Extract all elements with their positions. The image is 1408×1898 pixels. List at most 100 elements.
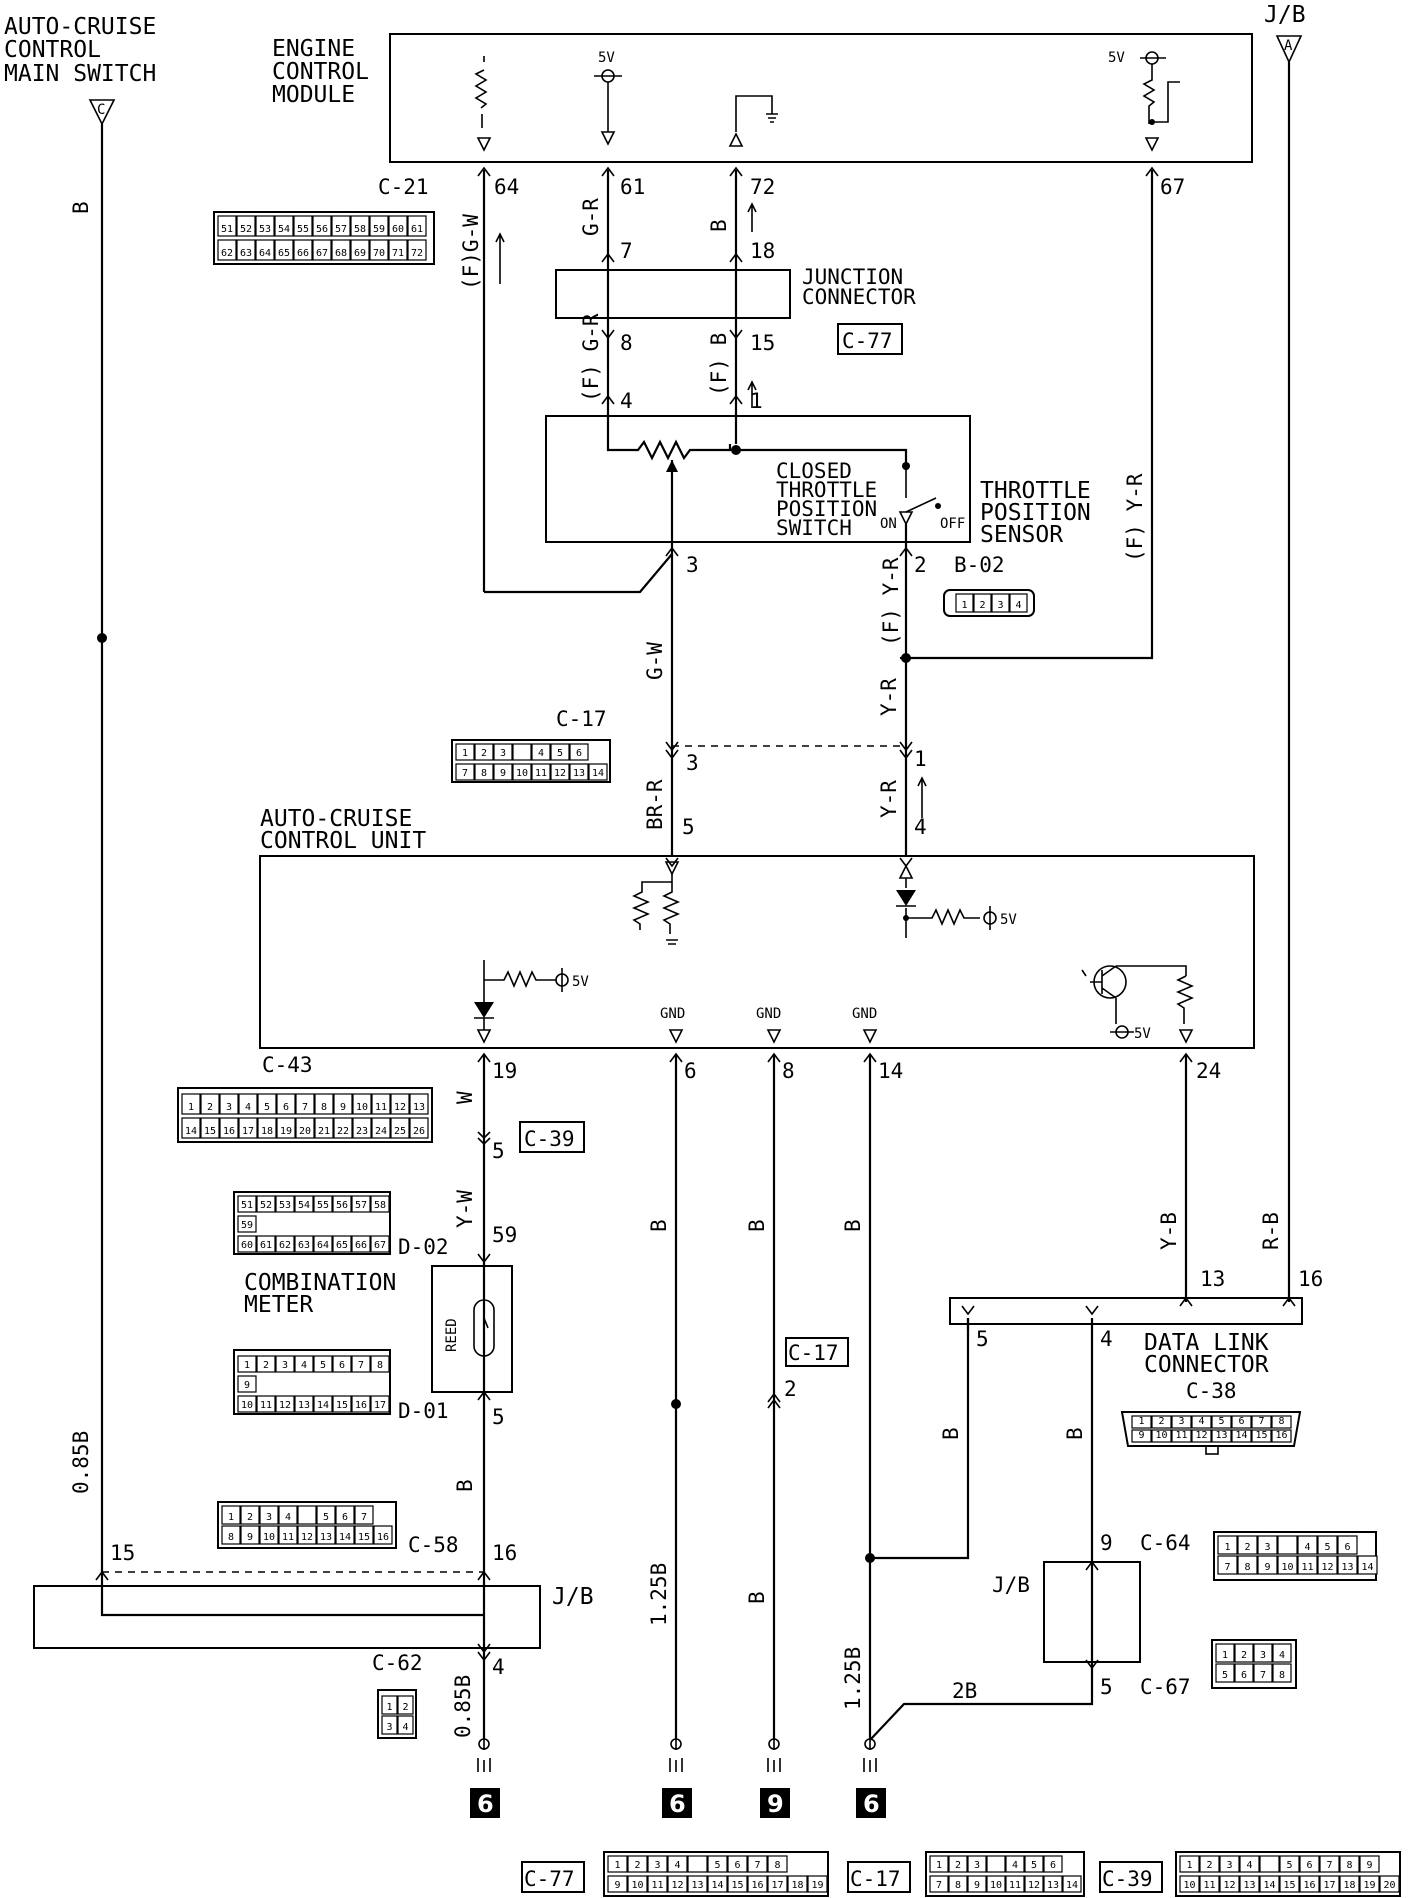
c64-pin-number: 11	[1301, 1562, 1313, 1573]
gnd-14: GND	[852, 1006, 877, 1022]
c77-cavity	[647, 1855, 668, 1873]
c43-pin-number: 3	[226, 1102, 232, 1113]
c39-cavity	[1359, 1875, 1380, 1893]
cts-label-4: SWITCH	[776, 516, 852, 540]
acc-in-4	[898, 864, 914, 879]
d01-cavity	[370, 1355, 390, 1373]
c17-bottom-cavity	[1043, 1855, 1063, 1873]
c21-cavity	[217, 239, 237, 261]
d01-cavity	[351, 1395, 371, 1413]
c21-pin-number: 64	[259, 248, 271, 259]
c17-bottom-pin-number: 4	[1012, 1860, 1018, 1871]
pin-72: 72	[750, 175, 775, 199]
ecm-ground-72	[735, 95, 778, 132]
c77-pin-number: 10	[631, 1880, 643, 1891]
arrow-64	[495, 232, 505, 284]
c39-cavity	[1339, 1855, 1360, 1873]
acc-transistor-leads	[1081, 965, 1187, 1024]
wire-label-yr-2: Y-R	[877, 780, 901, 818]
ecm-label-1: ENGINE	[272, 36, 355, 62]
c21-pin-number: 63	[240, 248, 252, 259]
c21-pin-number: 69	[354, 248, 366, 259]
c21-pin-number: 70	[373, 248, 385, 259]
c67-cavity	[1234, 1643, 1254, 1663]
c21-cavity	[312, 215, 332, 237]
pin-ticks-top	[477, 166, 1159, 405]
wire-label-b-8-low: B	[745, 1591, 769, 1604]
c17-cavity	[569, 743, 589, 761]
c39-pin-number: 3	[1226, 1860, 1232, 1871]
c21-pin-number: 51	[221, 224, 233, 235]
pin-13: 13	[1200, 1267, 1225, 1291]
pin-16-jb: 16	[492, 1541, 517, 1565]
c58-pin-number: 10	[263, 1532, 275, 1543]
acc-node-4	[903, 915, 909, 921]
d01-pin-number: 9	[244, 1380, 250, 1391]
d02-label: D-02	[398, 1235, 449, 1259]
c64-cavity	[1297, 1555, 1318, 1575]
c39-pin-number: 2	[1206, 1860, 1212, 1871]
c43-pin-number: 17	[242, 1126, 254, 1137]
c21-cavity	[350, 239, 370, 261]
c58-cavity	[240, 1505, 260, 1525]
c43-label: C-43	[262, 1053, 313, 1077]
c17-bottom-tag	[847, 1861, 911, 1893]
c43-cavity	[390, 1117, 410, 1139]
ground-label-4: 6	[863, 1790, 880, 1818]
c64-cavity	[1337, 1555, 1358, 1575]
c64-cavity	[1257, 1535, 1278, 1555]
c62-pin-number: 2	[402, 1702, 408, 1713]
d01-pin-number: 5	[320, 1360, 326, 1371]
c67-cavity	[1234, 1663, 1254, 1683]
c64-cavity	[1257, 1555, 1278, 1575]
c17-cavity	[493, 763, 513, 781]
c17-pin-number: 11	[535, 768, 547, 779]
c77-pin-number: 3	[654, 1860, 660, 1871]
c21-cavity	[407, 239, 427, 261]
c77-bottom-tag	[521, 1861, 585, 1893]
c17-bottom-cavity	[1062, 1875, 1082, 1893]
c17-bottom-cavity	[929, 1855, 949, 1873]
pin-4-dlc: 4	[1100, 1327, 1113, 1351]
pin-2-c17: 2	[784, 1377, 797, 1401]
pin-6: 6	[684, 1059, 697, 1083]
c17-pin-number: 9	[500, 768, 506, 779]
c77-cavity	[667, 1875, 688, 1893]
c38-cavity	[1211, 1429, 1232, 1443]
c67-pin-number: 5	[1222, 1670, 1228, 1681]
c64-pin-number: 8	[1244, 1562, 1250, 1573]
c43-pin-number: 11	[375, 1102, 387, 1113]
c43-cavity	[276, 1093, 296, 1115]
wire-label-brr: BR-R	[643, 779, 667, 830]
c21-pin-number: 61	[411, 224, 423, 235]
c67-pin-number: 2	[1241, 1650, 1247, 1661]
c77-cavity	[687, 1875, 708, 1893]
c21-pin-number: 62	[221, 248, 233, 259]
c64-pin-number: 6	[1344, 1542, 1350, 1553]
c17-cavity	[512, 763, 532, 781]
c77-cavity	[767, 1855, 788, 1873]
c43-cavity	[333, 1093, 353, 1115]
c39-pin-number: 15	[1283, 1880, 1295, 1891]
d01-cavity	[294, 1395, 314, 1413]
c67-cavity	[1253, 1643, 1273, 1663]
c58-pin-number: 9	[247, 1532, 253, 1543]
c21-pin-number: 72	[411, 248, 423, 259]
c77-cavity	[607, 1855, 628, 1873]
c58-cavity	[297, 1525, 317, 1545]
c64-pin-number: 12	[1321, 1562, 1333, 1573]
tps-label-1: THROTTLE	[980, 478, 1091, 504]
acc-out-19	[476, 1029, 492, 1044]
d02-cavity	[370, 1195, 390, 1213]
c62-cavity	[397, 1715, 414, 1735]
c43-cavity	[314, 1093, 334, 1115]
c38-cavity	[1151, 1415, 1172, 1429]
wire-label-fyr-right: (F) Y-R	[1123, 473, 1147, 562]
c21-cavity	[388, 215, 408, 237]
c64-pin-number: 3	[1264, 1542, 1270, 1553]
acc-diode-4	[896, 890, 916, 906]
c58-cavity	[221, 1505, 241, 1525]
c77-pin-number: 17	[771, 1880, 783, 1891]
